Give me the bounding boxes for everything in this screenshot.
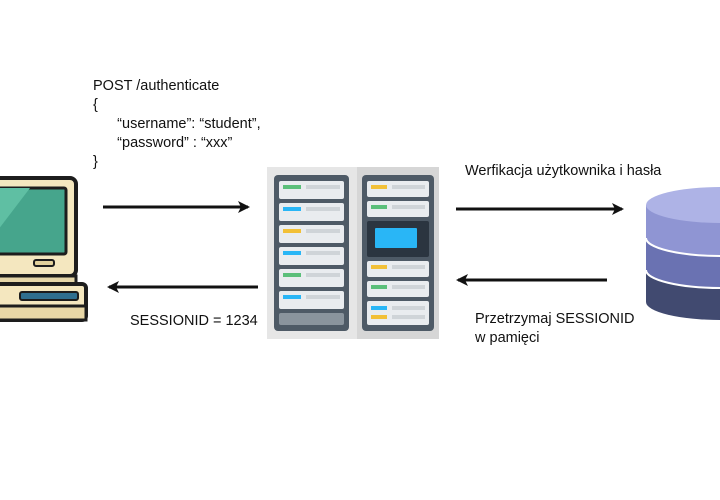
request-line-1: POST /authenticate [93, 78, 220, 94]
computer-icon [0, 176, 88, 322]
store-label-line-2: w pamięci [475, 330, 540, 346]
database-icon [645, 187, 720, 320]
request-line-5: } [93, 154, 98, 170]
verify-label: Werfikacja użytkownika i hasła [465, 163, 662, 179]
response-label: SESSIONID = 1234 [130, 313, 258, 329]
request-line-4: “password” : “xxx” [93, 135, 233, 151]
request-line-3: “username”: “student”, [93, 116, 261, 132]
request-line-2: { [93, 97, 98, 113]
store-label-line-1: Przetrzymaj SESSIONID [475, 311, 635, 327]
server-rack-icon [267, 167, 439, 339]
